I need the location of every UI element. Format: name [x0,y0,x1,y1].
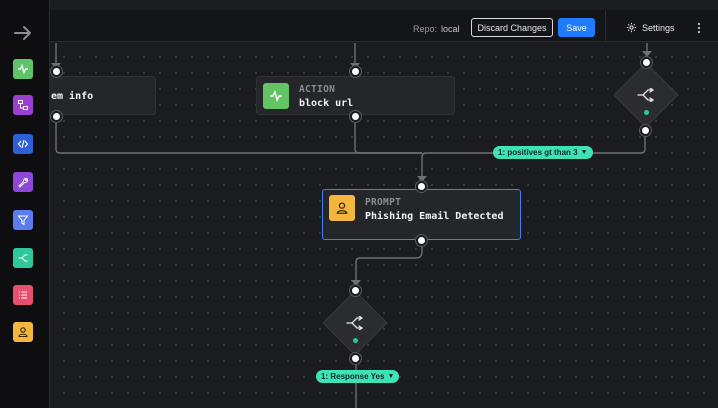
block-url-action-node[interactable]: ACTION block url [256,76,455,115]
prompt-node-icon [329,195,355,221]
code-tool[interactable] [13,134,33,154]
wrench-icon [18,177,29,188]
node-kind: PROMPT [365,197,402,208]
discard-changes-button[interactable]: Discard Changes [471,18,553,37]
node-title: em info [51,91,94,102]
settings-button[interactable]: Settings [626,18,675,37]
output-port[interactable] [350,111,361,122]
condition-pill-positives[interactable]: 1: positives gt than 3 ▼ [493,146,593,159]
system-info-node[interactable]: em info [50,76,156,115]
condition-label: 1: Response Yes [321,372,385,381]
save-button[interactable]: Save [558,18,595,37]
gear-icon [626,22,637,33]
settings-label: Settings [642,22,675,33]
decision-tool[interactable] [13,248,33,268]
filter-tool[interactable] [13,210,33,230]
output-port[interactable] [640,125,651,136]
edge-block-url-to-prompt [354,120,422,154]
node-title: Phishing Email Detected [365,211,504,222]
flow-tool[interactable] [13,95,33,115]
workflow-canvas[interactable]: em info ACTION block url 1: positives gt… [50,43,718,408]
output-port[interactable] [350,353,361,364]
decision-status-dot [644,110,649,115]
branch-icon [18,254,28,262]
utility-tool[interactable] [13,172,33,192]
activity-icon [18,63,28,75]
flow-icon [18,100,28,110]
repo-label: Repo: [413,24,438,34]
repo-value: local [441,24,460,34]
user-icon [18,327,28,338]
prompt-tool[interactable] [13,322,33,342]
action-tool[interactable] [13,59,33,79]
expand-sidebar-button[interactable] [10,20,36,46]
output-port[interactable] [416,235,427,246]
branch-icon [345,313,365,333]
format-tool[interactable] [13,285,33,305]
editor-toolbar: Repo: local Discard Changes Save Setting… [50,10,718,42]
code-icon [17,139,29,149]
input-port[interactable] [51,66,62,77]
input-port[interactable] [416,181,427,192]
node-title: block url [299,98,354,109]
edge-prompt-to-decision [355,246,423,285]
branch-icon [636,85,656,105]
action-node-icon [263,83,289,109]
input-port[interactable] [350,285,361,296]
input-port[interactable] [641,57,652,68]
list-icon [19,291,27,299]
kebab-menu-icon [697,22,701,33]
toolbar-divider [605,10,606,42]
user-icon [336,202,348,214]
caret-down-icon: ▼ [387,373,395,380]
output-port[interactable] [51,111,62,122]
activity-icon [270,89,282,103]
arrowhead [351,280,361,286]
block-palette-sidebar [0,0,50,408]
edge-system-info-to-prompt [55,120,422,154]
arrow-right-icon [14,26,31,40]
decision-status-dot [353,338,358,343]
arrowhead [642,51,652,57]
more-options-button[interactable] [692,18,706,37]
arrowhead [417,176,427,182]
phishing-prompt-node[interactable]: PROMPT Phishing Email Detected [322,189,521,240]
condition-pill-response[interactable]: 1: Response Yes ▼ [316,370,400,383]
condition-label: 1: positives gt than 3 [498,148,578,157]
input-port[interactable] [350,66,361,77]
caret-down-icon: ▼ [580,149,588,156]
node-kind: ACTION [299,84,336,95]
filter-icon [17,215,29,226]
